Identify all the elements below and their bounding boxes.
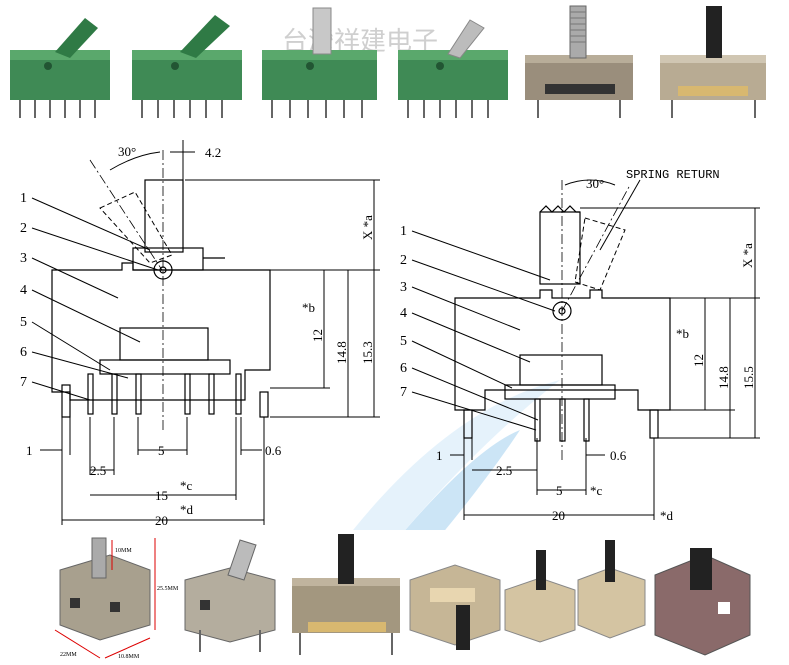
photo-metal-knob-2 xyxy=(292,534,400,655)
photo-green-toggle-1 xyxy=(10,18,110,118)
left-dim-4-2: 4.2 xyxy=(205,145,221,160)
right-dim-d: *d xyxy=(660,508,674,523)
left-callout-3: 3 xyxy=(20,251,27,266)
photo-dark-switch xyxy=(654,548,751,656)
right-callout-5: 5 xyxy=(400,334,407,349)
right-dim-20: 20 xyxy=(552,508,565,523)
left-callout-5: 5 xyxy=(20,315,27,330)
left-dim-b: *b xyxy=(302,300,315,315)
left-dim-0-6: 0.6 xyxy=(265,443,282,458)
right-spring-return: SPRING RETURN xyxy=(626,168,720,182)
right-dim-14-8: 14.8 xyxy=(716,366,731,389)
right-callout-2: 2 xyxy=(400,253,407,268)
right-drawing: SPRING RETURN 30° 1 2 3 4 5 6 7 xyxy=(400,168,760,523)
left-dim-20: 20 xyxy=(155,513,168,528)
photo-slide-horizontal xyxy=(409,564,501,650)
photo-annotation-10mm: 10MM xyxy=(115,548,132,554)
right-dim-b: *b xyxy=(676,326,689,341)
right-dim-2-5: 2.5 xyxy=(496,463,512,478)
right-dim-12: 12 xyxy=(691,354,706,367)
left-callout-6: 6 xyxy=(20,345,27,360)
right-callout-6: 6 xyxy=(400,361,407,376)
left-dim-x-a: X *a xyxy=(360,215,375,240)
photo-annotated-metal: 10MM 25.5MM 22MM 10.8MM xyxy=(54,537,179,660)
photo-small-switch-2 xyxy=(577,540,646,639)
photo-annotation-10-8mm: 10.8MM xyxy=(118,654,140,660)
right-callout-3: 3 xyxy=(400,280,407,295)
photo-annotation-25-5mm: 25.5MM xyxy=(157,586,179,592)
left-dim-15: 15 xyxy=(155,488,168,503)
left-angle-label: 30° xyxy=(118,144,136,159)
left-dim-5: 5 xyxy=(158,443,165,458)
right-dim-5: 5 xyxy=(556,483,563,498)
left-callout-4: 4 xyxy=(20,283,27,298)
left-callout-7: 7 xyxy=(20,375,27,390)
right-dim-pin-1: 1 xyxy=(436,448,443,463)
photo-metal-black-knob xyxy=(660,6,766,118)
right-callout-7: 7 xyxy=(400,385,407,400)
photo-green-angled-shaft xyxy=(398,19,508,118)
bottom-product-photos: 10MM 25.5MM 22MM 10.8MM xyxy=(54,534,751,660)
photo-metal-angled xyxy=(184,539,276,652)
photo-green-toggle-2 xyxy=(132,15,242,118)
left-dim-pin-1: 1 xyxy=(26,443,33,458)
right-callout-4: 4 xyxy=(400,306,407,321)
left-dim-14-8: 14.8 xyxy=(334,341,349,364)
technical-drawings: 1 2 3 4 5 6 7 30° 4.2 X *a *b 12 14. xyxy=(20,140,760,530)
photo-metal-threaded xyxy=(525,5,633,118)
photo-green-metal-shaft xyxy=(262,7,377,118)
left-dim-2-5: 2.5 xyxy=(90,463,106,478)
left-drawing: 1 2 3 4 5 6 7 30° 4.2 X *a *b 12 14. xyxy=(20,140,380,528)
left-dim-c: *c xyxy=(180,478,193,493)
right-dim-0-6: 0.6 xyxy=(610,448,627,463)
left-dim-d: *d xyxy=(180,502,194,517)
right-dim-15-5: 15.5 xyxy=(741,366,756,389)
photo-annotation-22mm: 22MM xyxy=(60,652,77,658)
left-callout-1: 1 xyxy=(20,191,27,206)
right-callout-1: 1 xyxy=(400,224,407,239)
photo-small-switch-1 xyxy=(504,550,576,643)
right-dim-c: *c xyxy=(590,483,603,498)
left-callout-2: 2 xyxy=(20,221,27,236)
top-product-photos: 台灣祥建电子 xyxy=(10,5,766,118)
left-dim-15-3: 15.3 xyxy=(360,341,375,364)
left-dim-12: 12 xyxy=(310,329,325,342)
right-dim-x-a: X *a xyxy=(740,243,755,268)
right-angle-label: 30° xyxy=(586,176,604,191)
